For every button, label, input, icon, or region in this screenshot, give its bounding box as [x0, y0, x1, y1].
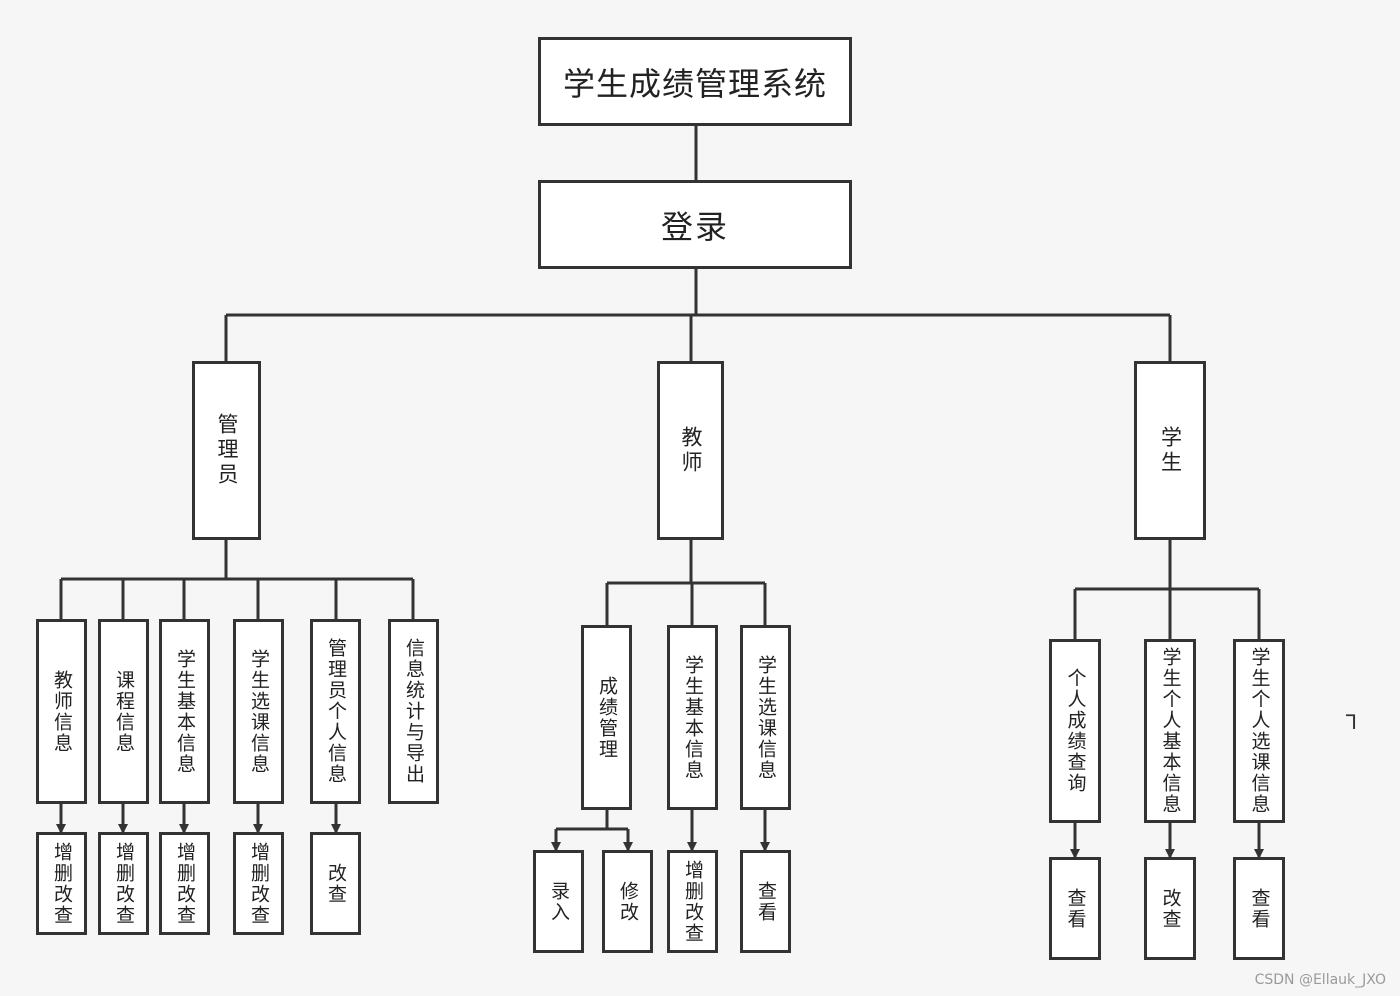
stray-mark: ⅂: [1346, 710, 1358, 734]
admin-operation-label: 增删改查: [113, 841, 135, 926]
admin-function-label: 教师信息: [51, 669, 73, 754]
admin-function-label: 课程信息: [113, 669, 135, 754]
role-admin-label: 管理员: [215, 413, 239, 488]
teacher-operation-label: 增删改查: [682, 859, 704, 944]
admin-function-box: 学生选课信息: [233, 619, 284, 804]
teacher-operation-label: 修改: [617, 880, 639, 923]
admin-function-box: 课程信息: [98, 619, 149, 804]
admin-operation-box: 增删改查: [98, 832, 149, 935]
teacher-operation-box: 查看: [740, 850, 791, 953]
student-function-box: 学生个人选课信息: [1233, 639, 1285, 823]
student-operation-label: 查看: [1248, 887, 1271, 930]
admin-operation-label: 增删改查: [51, 841, 73, 926]
teacher-operation-box: 修改: [602, 850, 653, 953]
admin-function-box: 信息统计与导出: [388, 619, 439, 804]
role-student-label: 学生: [1158, 425, 1183, 476]
student-function-label: 个人成绩查询: [1064, 668, 1087, 794]
teacher-function-label: 学生基本信息: [682, 654, 704, 781]
student-operation-box: 改查: [1144, 857, 1196, 960]
teacher-function-label: 学生选课信息: [755, 654, 777, 781]
admin-operation-box: 增删改查: [36, 832, 87, 935]
admin-function-label: 学生选课信息: [248, 648, 270, 775]
admin-operation-box: 改查: [310, 832, 361, 935]
teacher-function-box: 学生基本信息: [667, 625, 718, 810]
student-operation-box: 查看: [1233, 857, 1285, 960]
student-operation-label: 改查: [1159, 887, 1182, 930]
admin-operation-label: 增删改查: [174, 841, 196, 926]
student-function-box: 学生个人基本信息: [1144, 639, 1196, 823]
admin-function-label: 管理员个人信息: [325, 638, 347, 785]
teacher-function-box: 学生选课信息: [740, 625, 791, 810]
role-admin-box: 管理员: [192, 361, 261, 540]
teacher-operation-box: 录入: [533, 850, 584, 953]
teacher-operation-label: 录入: [548, 880, 570, 923]
system-title-box: 学生成绩管理系统: [538, 37, 852, 126]
admin-operation-label: 改查: [325, 862, 347, 905]
admin-function-label: 学生基本信息: [174, 648, 196, 775]
admin-operation-box: 增删改查: [159, 832, 210, 935]
admin-function-box: 学生基本信息: [159, 619, 210, 804]
login-label: 登录: [660, 207, 729, 246]
teacher-function-box: 成绩管理: [581, 625, 632, 810]
admin-operation-box: 增删改查: [233, 832, 284, 935]
teacher-function-label: 成绩管理: [596, 675, 618, 760]
student-function-label: 学生个人基本信息: [1159, 647, 1182, 815]
teacher-operation-label: 查看: [755, 880, 777, 923]
login-box: 登录: [538, 180, 852, 269]
teacher-operation-box: 增删改查: [667, 850, 718, 953]
watermark: CSDN @Ellauk_JXO: [1254, 972, 1386, 988]
student-function-label: 学生个人选课信息: [1248, 647, 1271, 815]
student-operation-label: 查看: [1064, 887, 1087, 930]
system-title: 学生成绩管理系统: [562, 64, 827, 103]
admin-function-box: 教师信息: [36, 619, 87, 804]
admin-operation-label: 增删改查: [248, 841, 270, 926]
student-function-box: 个人成绩查询: [1049, 639, 1101, 823]
role-teacher-label: 教师: [679, 425, 703, 476]
admin-function-label: 信息统计与导出: [403, 638, 425, 785]
admin-function-box: 管理员个人信息: [310, 619, 361, 804]
role-teacher-box: 教师: [657, 361, 724, 540]
role-student-box: 学生: [1134, 361, 1206, 540]
student-operation-box: 查看: [1049, 857, 1101, 960]
